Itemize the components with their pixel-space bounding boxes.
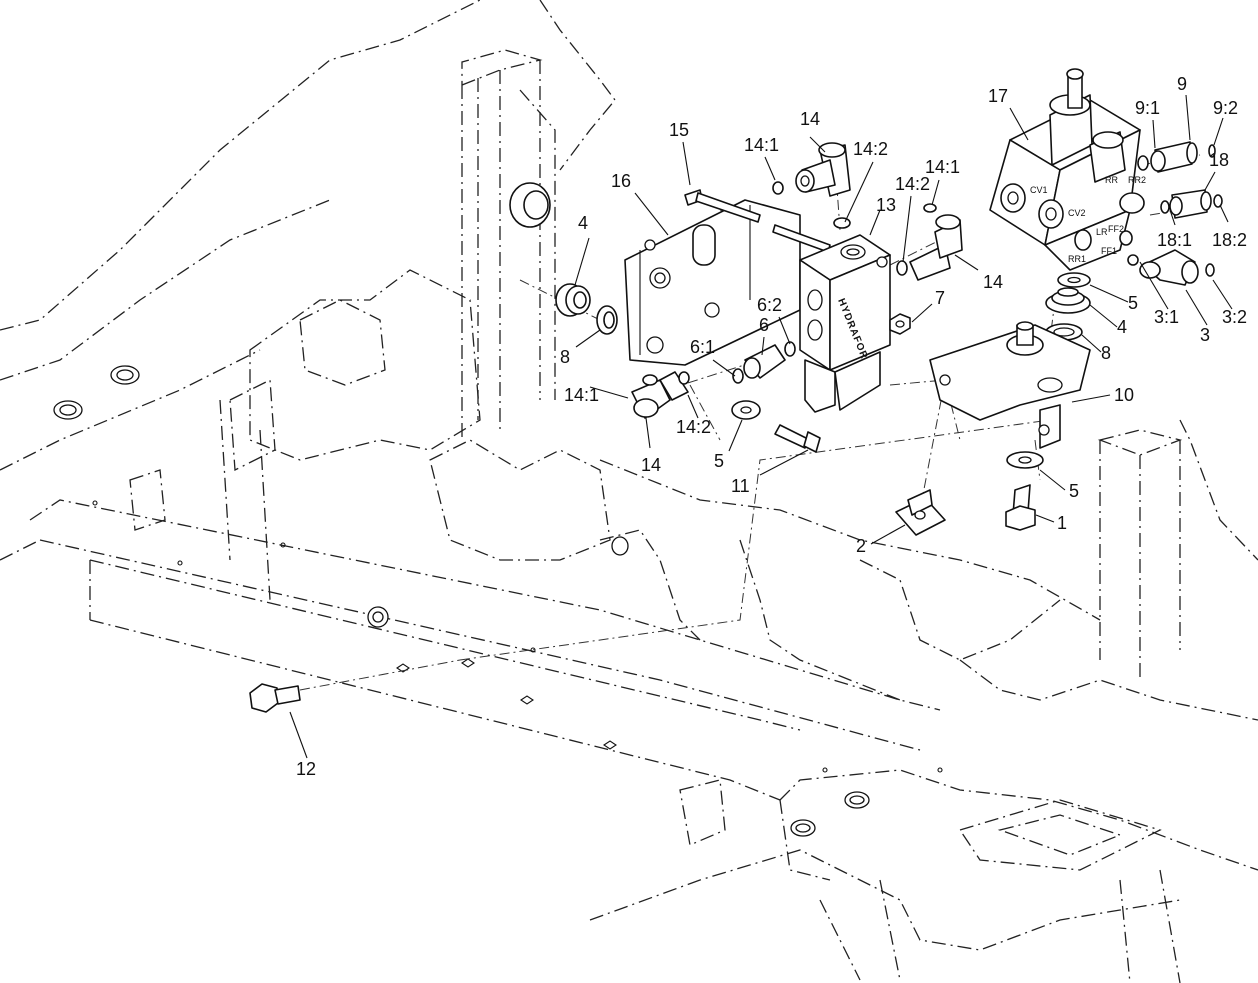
callout-9-1: 9:1 [1135, 98, 1160, 118]
port-lr: LR [1096, 227, 1108, 237]
callout-10: 10 [1114, 385, 1134, 405]
callout-9: 9 [1177, 74, 1187, 94]
callout-18: 18 [1209, 150, 1229, 170]
frame-isolator [509, 182, 551, 228]
callout-5-left: 5 [714, 451, 724, 471]
callout-3-2: 3:2 [1222, 307, 1247, 327]
valve-block-17: CV1 CV2 RR RR2 LR FF2 RR1 FF1 [989, 68, 1146, 271]
stack-under-valve [1045, 272, 1091, 341]
bolt-11 [774, 424, 821, 453]
port-rr: RR [1105, 175, 1118, 185]
fitting-18 [1160, 189, 1223, 219]
callout-15: 15 [669, 120, 689, 140]
bolt-1 [1005, 484, 1036, 531]
port-cv2: CV2 [1068, 208, 1086, 218]
callout-17: 17 [988, 86, 1008, 106]
callout-14-right: 14 [983, 272, 1003, 292]
callout-14-1-lower: 14:1 [564, 385, 599, 405]
washer-5-right [1006, 451, 1044, 469]
fitting-9 [1137, 141, 1216, 173]
callout-11: 11 [731, 476, 750, 496]
callout-14-2-right: 14:2 [895, 174, 930, 194]
callout-13: 13 [876, 195, 896, 215]
callout-14-upper: 14 [800, 109, 820, 129]
nut-7 [889, 313, 911, 335]
callout-14-2-lower: 14:2 [676, 417, 711, 437]
fitting-6 [732, 341, 796, 384]
callout-6: 6 [759, 315, 769, 335]
callout-5-upper-right: 5 [1128, 293, 1138, 313]
port-rr1: RR1 [1068, 254, 1086, 264]
elbow-14-upper [772, 142, 851, 229]
callout-7: 7 [935, 288, 945, 308]
callout-14-2-upper: 14:2 [853, 139, 888, 159]
callout-6-1: 6:1 [690, 337, 715, 357]
callout-18-2: 18:2 [1212, 230, 1247, 250]
washer-5-left [731, 400, 761, 420]
callout-1: 1 [1057, 513, 1067, 533]
isolator-4 [555, 283, 591, 317]
elbow-14-lower [631, 371, 690, 419]
callout-4-right: 4 [1117, 317, 1127, 337]
elbow-14-right [896, 203, 963, 281]
callout-14-lower: 14 [641, 455, 661, 475]
washer-8 [596, 305, 618, 335]
callout-2: 2 [856, 536, 866, 556]
callout-9-2: 9:2 [1213, 98, 1238, 118]
port-ff1: FF1 [1101, 246, 1117, 256]
callout-8-upper: 8 [560, 347, 570, 367]
manifold-13: HYDRAFORCE [799, 234, 891, 413]
callout-4-upper: 4 [578, 213, 588, 233]
bolt-15 [684, 189, 831, 253]
callout-12: 12 [296, 759, 316, 779]
callout-16: 16 [611, 171, 631, 191]
callout-8-right: 8 [1101, 343, 1111, 363]
port-cv1: CV1 [1030, 185, 1048, 195]
callout-3: 3 [1200, 325, 1210, 345]
callout-14-1-upper: 14:1 [744, 135, 779, 155]
callouts: 17 9 9:1 9:2 18 18:1 18:2 15 14 14:1 14:… [289, 74, 1247, 779]
callout-5-lower-right: 5 [1069, 481, 1079, 501]
callout-3-1: 3:1 [1154, 307, 1179, 327]
callout-6-2: 6:2 [757, 295, 782, 315]
callout-14-1-right: 14:1 [925, 157, 960, 177]
clip-nut-2 [895, 489, 946, 536]
elbow-3 [1127, 249, 1215, 286]
callout-18-1: 18:1 [1157, 230, 1192, 250]
port-rr2: RR2 [1128, 175, 1146, 185]
bolt-12 [249, 683, 301, 713]
bracket-10 [929, 321, 1091, 449]
port-ff2: FF2 [1108, 224, 1124, 234]
